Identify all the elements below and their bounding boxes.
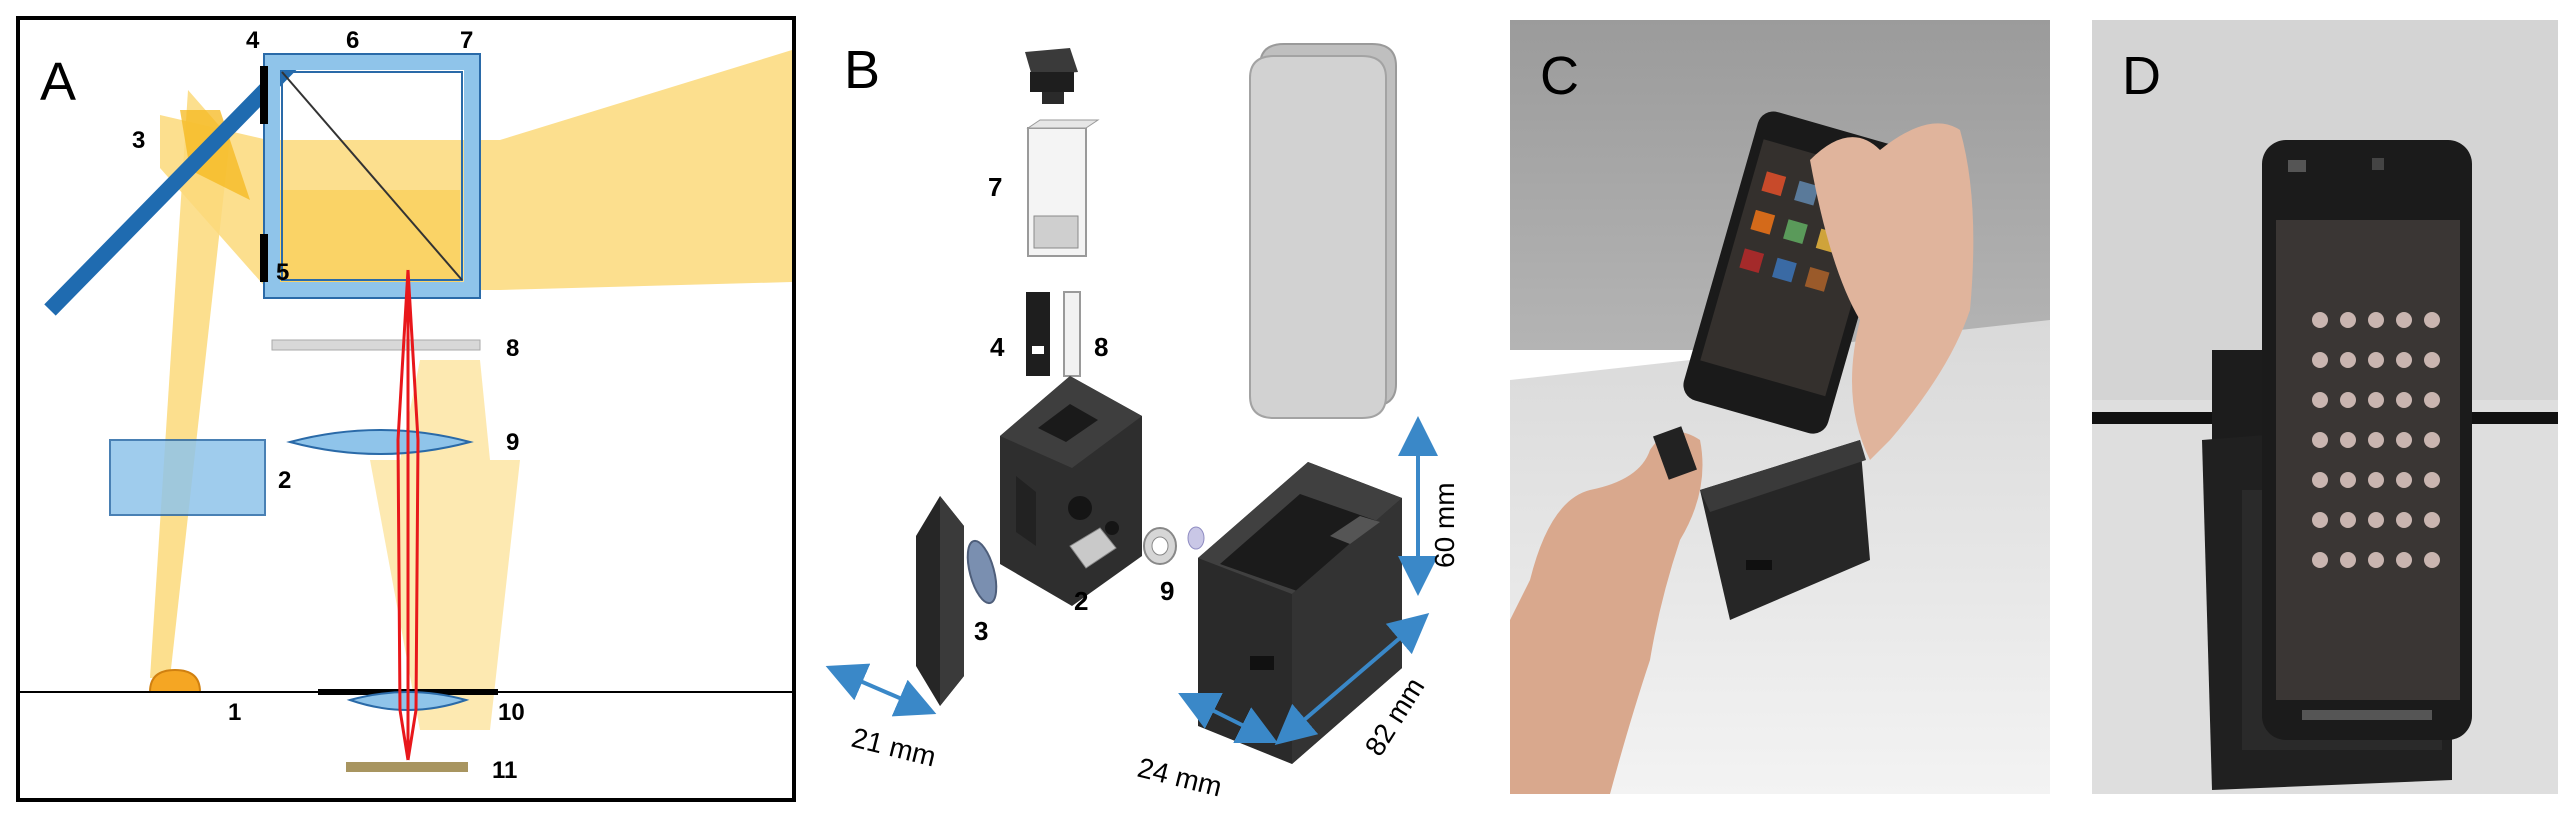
laser-rays xyxy=(396,269,420,761)
filter-disc-3 xyxy=(966,539,998,605)
label-b-2: 2 xyxy=(1074,586,1088,616)
label-9: 9 xyxy=(506,429,519,456)
cuvette-in-hand xyxy=(1653,426,1697,480)
sample-11 xyxy=(346,762,468,772)
label-b-3: 3 xyxy=(974,616,988,646)
panel-a-letter: A xyxy=(40,52,76,112)
panel-a-optical-schematic: A 3 2 1 4 6 7 5 8 9 10 11 xyxy=(16,16,796,802)
ring-9 xyxy=(1143,526,1205,565)
prism-diagonal xyxy=(281,71,463,281)
prism-6 xyxy=(281,71,463,281)
dim-label-21: 21 mm xyxy=(849,722,940,773)
prism-cube-glow xyxy=(270,190,460,285)
cuvette-holder-7 xyxy=(264,54,480,298)
filter-part-8 xyxy=(1063,291,1081,377)
label-3: 3 xyxy=(132,127,145,154)
label-6: 6 xyxy=(346,27,359,54)
schematic-svg: A 3 2 1 4 6 7 5 8 9 10 11 xyxy=(20,27,792,784)
holder-device xyxy=(1700,440,1870,620)
label-b-7: 7 xyxy=(988,172,1002,202)
dim-arrow-21 xyxy=(825,663,937,717)
photo-c-svg: C xyxy=(1510,20,2050,794)
label-7: 7 xyxy=(460,27,473,54)
panel-c-photo-hands: C xyxy=(1510,20,2050,794)
dim-label-24: 24 mm xyxy=(1135,752,1226,803)
prism-part-3 xyxy=(916,496,964,706)
led-beam xyxy=(150,90,230,678)
exploded-view-svg: B 7 4 8 3 2 9 21 mm 24 mm 82 mm 60 mm xyxy=(825,40,1460,803)
filter-8 xyxy=(271,339,481,351)
cuvette-7 xyxy=(1026,119,1100,257)
dot-array xyxy=(2312,312,2440,568)
left-hand xyxy=(1510,432,1703,794)
panel-b-letter: B xyxy=(844,40,880,100)
panel-c-letter: C xyxy=(1540,46,1579,106)
label-11: 11 xyxy=(492,757,517,784)
cuvette-cap xyxy=(1025,48,1078,104)
label-10: 10 xyxy=(498,699,525,726)
panel-d-letter: D xyxy=(2122,46,2161,106)
panel-d-photo-device: D xyxy=(2092,20,2558,794)
label-5: 5 xyxy=(276,259,289,286)
smartphone-d xyxy=(2262,140,2472,740)
label-b-8: 8 xyxy=(1094,332,1108,362)
filter-2 xyxy=(109,439,266,516)
dim-arrow-24 xyxy=(1178,693,1278,743)
mirror-3 xyxy=(44,54,301,316)
panel-b-exploded-view: B 7 4 8 3 2 9 21 mm 24 mm 82 mm 60 mm xyxy=(820,16,1500,806)
phone-cover xyxy=(1249,43,1397,419)
dim-label-60: 60 mm xyxy=(1429,482,1460,568)
label-b-4: 4 xyxy=(990,332,1005,362)
dim-arrow-82 xyxy=(1274,613,1430,745)
photo-d-svg: D xyxy=(2092,20,2558,794)
reflected-beam-core xyxy=(180,110,250,200)
label-b-9: 9 xyxy=(1160,576,1174,606)
phone-bottom-slot xyxy=(2302,710,2432,720)
cuvette-holder-7-outline xyxy=(263,53,481,299)
lens-tube-2 xyxy=(1069,527,1117,569)
central-housing xyxy=(1000,376,1142,606)
lens-9 xyxy=(286,429,474,455)
label-8: 8 xyxy=(506,335,519,362)
label-1: 1 xyxy=(228,699,241,726)
label-4: 4 xyxy=(246,27,260,54)
led-1 xyxy=(148,668,202,693)
slit-part-4 xyxy=(1026,292,1050,376)
right-hand xyxy=(1810,123,1974,461)
label-2: 2 xyxy=(278,467,291,494)
